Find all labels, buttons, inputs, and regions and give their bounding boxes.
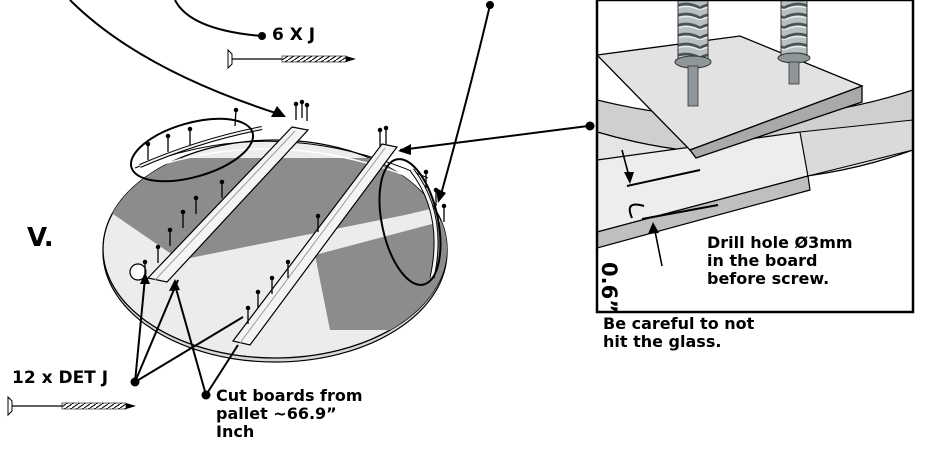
cut-boards-line-2: pallet ~66.9” — [216, 403, 337, 423]
top-screw-label: 6 X J — [272, 25, 316, 45]
shaded-quadrant-right — [315, 220, 447, 330]
careful-callout: Be careful to not hit the glass. — [603, 315, 754, 351]
cut-boards-callout: Cut boards from pallet ~66.9” Inch — [216, 387, 363, 441]
drill-line-1: Drill hole Ø3mm — [707, 233, 853, 252]
bottom-screw-label: 12 x DET J — [12, 368, 109, 388]
leg-hole — [129, 263, 147, 281]
drill-callout: Drill hole Ø3mm in the board before scre… — [707, 234, 853, 288]
screw-icon — [227, 48, 356, 70]
edge-strip-right — [410, 168, 439, 279]
cut-boards-line-3: Inch — [216, 421, 255, 441]
leader-arrowheads — [140, 106, 446, 291]
detail-inset — [595, 0, 915, 314]
step-label: V. — [27, 223, 54, 253]
careful-line-1: Be careful to not — [603, 314, 755, 333]
drill-line-3: before screw. — [707, 268, 830, 288]
careful-line-2: hit the glass. — [603, 331, 722, 351]
glass-table-top — [102, 139, 448, 363]
board-right — [231, 143, 399, 346]
cut-boards-line-1: Cut boards from — [216, 386, 363, 405]
leader-lines — [69, 0, 589, 396]
callout-ring-left — [129, 117, 255, 183]
bolt-right — [780, 0, 808, 57]
drill-line-2: in the board — [707, 250, 818, 270]
board-left — [146, 126, 310, 283]
edge-strip-left — [139, 126, 263, 168]
table-screws — [142, 99, 447, 324]
leader-dots — [130, 1, 595, 400]
bolt-left — [677, 0, 709, 61]
dimension-label: 0.6” — [597, 262, 621, 314]
screw-icon — [7, 395, 136, 417]
callout-ring-right — [378, 158, 442, 286]
